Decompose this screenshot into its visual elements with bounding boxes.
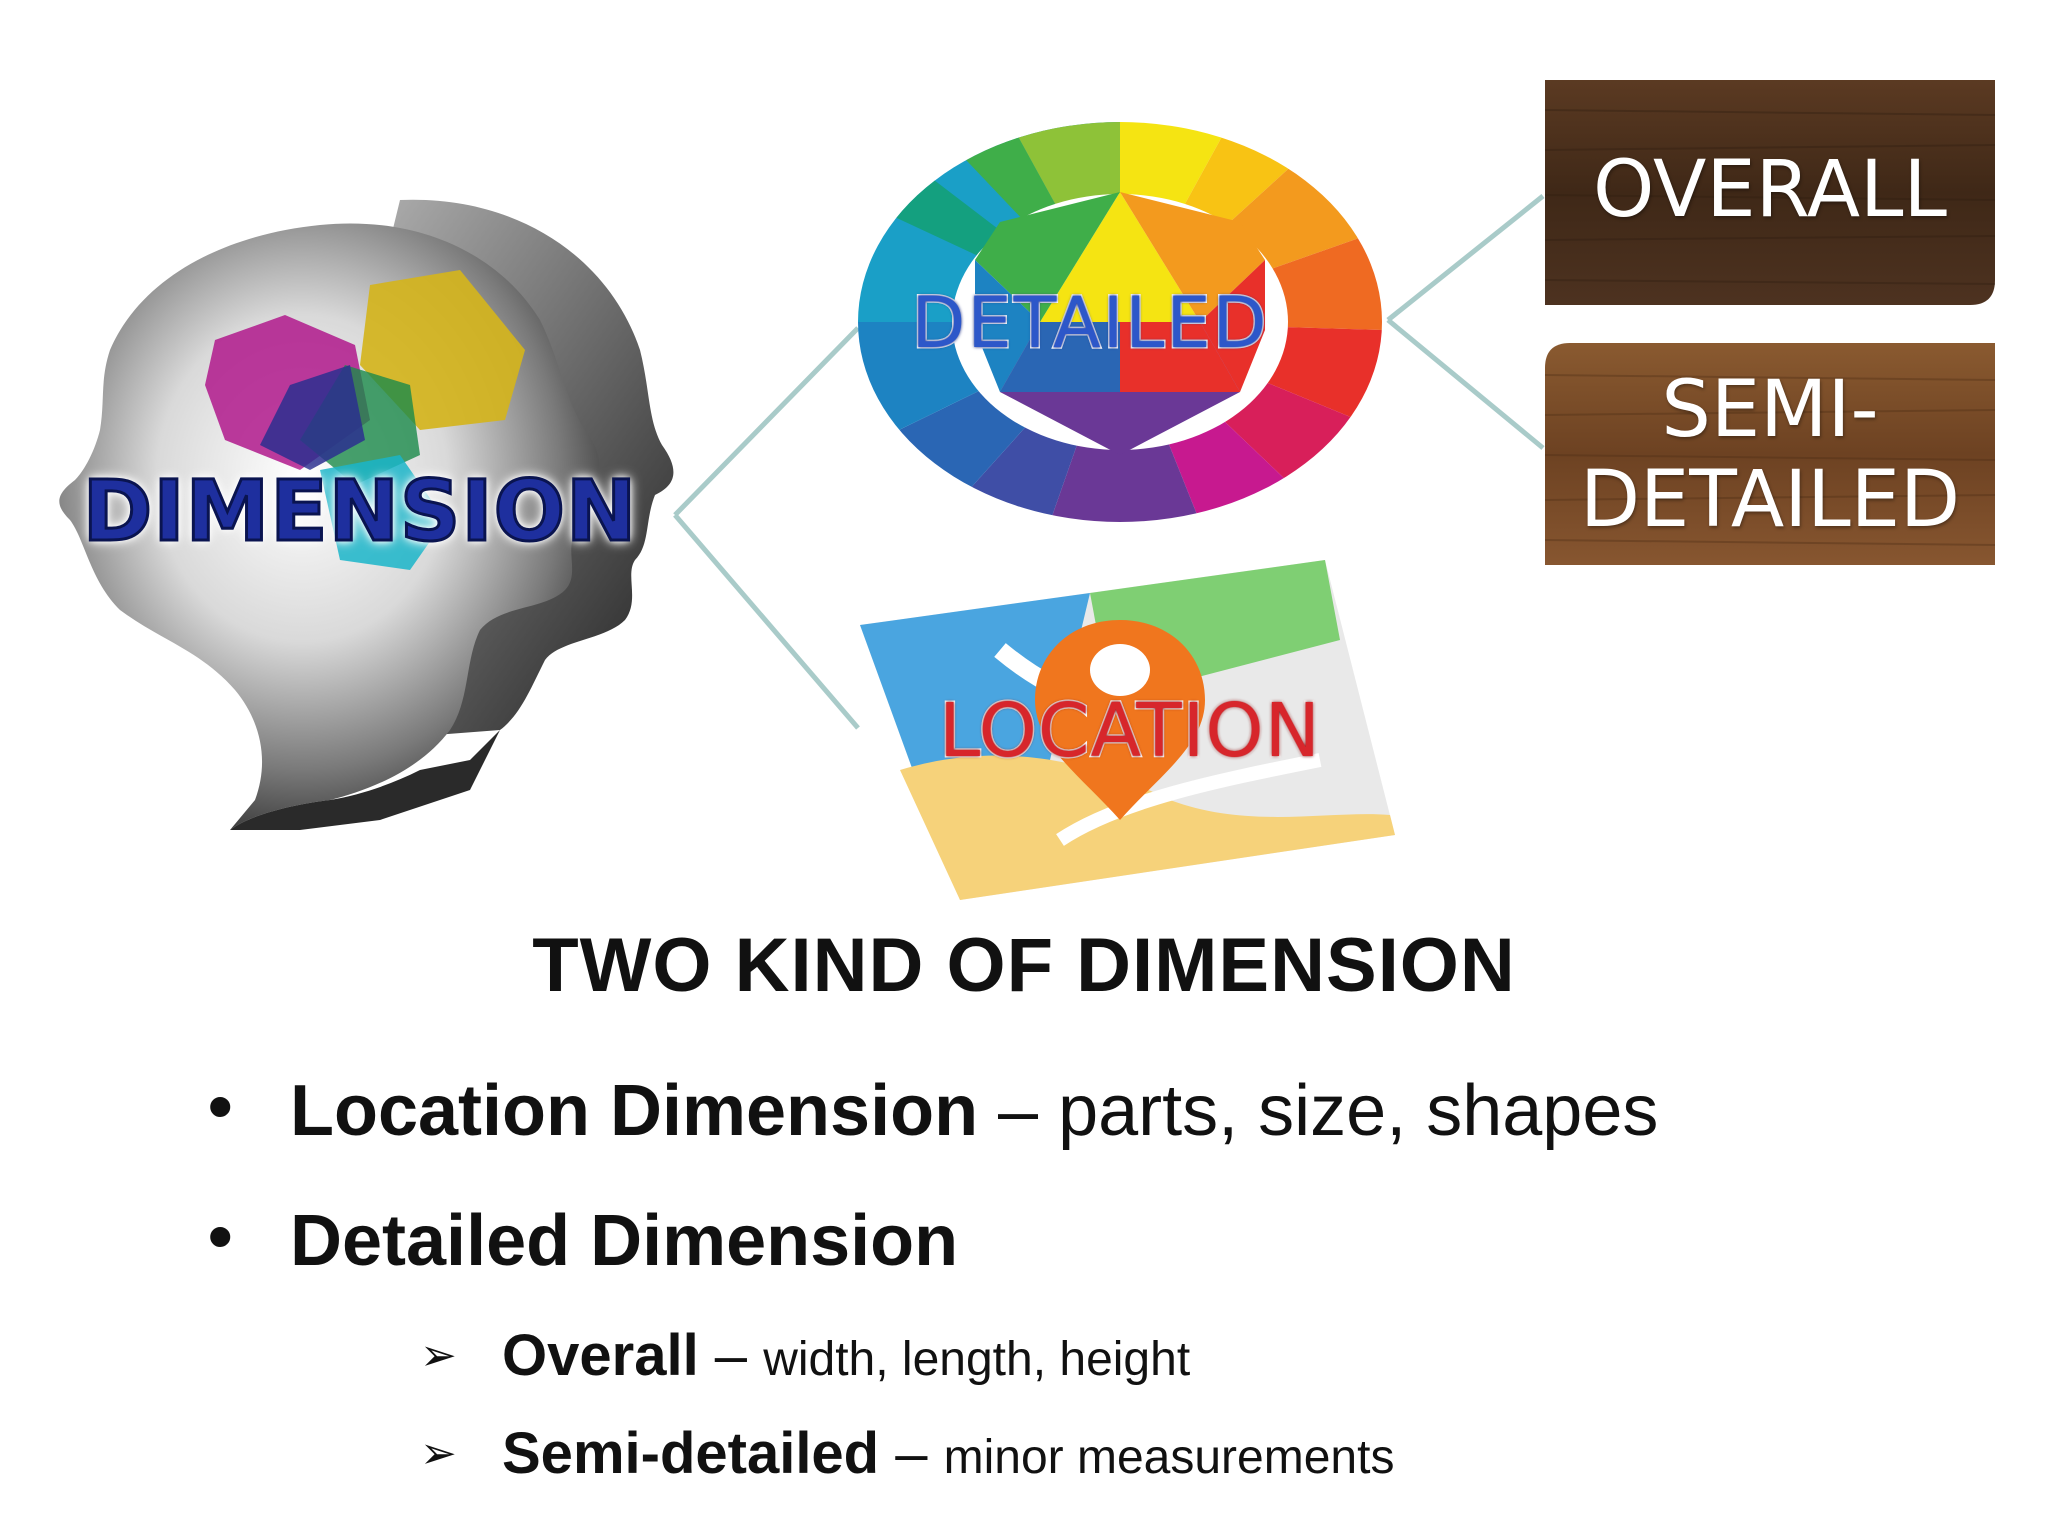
slide-title: TWO KIND OF DIMENSION — [532, 923, 1516, 1008]
arrow-bullet-icon: ➢ — [420, 1429, 457, 1478]
wood-box-semi-detailed — [1544, 343, 1996, 565]
dimension-label: DIMENSION — [81, 461, 638, 562]
connector-lines — [673, 194, 1545, 730]
sub-bullet-rest-text: width, length, height — [763, 1333, 1191, 1386]
sub-bullet-dash: – — [879, 1421, 944, 1486]
overall-label: OVERALL — [1593, 145, 1947, 235]
semi-detailed-label-line1: SEMI- — [1661, 365, 1879, 455]
bullet-marker: • — [208, 1067, 233, 1145]
location-label: LOCATION — [937, 687, 1321, 776]
detailed-label: DETAILED — [910, 281, 1269, 366]
bullet-marker: • — [208, 1197, 233, 1275]
map-illustration — [860, 560, 1395, 900]
sub-bullet-bold-text: Semi-detailed — [502, 1421, 880, 1486]
sub-bullet-bold-text: Overall — [502, 1323, 699, 1388]
bullet-rest-text: – parts, size, shapes — [978, 1071, 1659, 1151]
bullet-bold-text: Location Dimension — [290, 1071, 979, 1151]
color-wheel-inner — [975, 192, 1265, 455]
arrow-bullet-icon: ➢ — [420, 1331, 457, 1380]
sub-bullet-rest-text: minor measurements — [943, 1431, 1395, 1484]
heads-illustration — [59, 199, 674, 831]
sub-bullet-dash: – — [698, 1323, 764, 1388]
wood-box-overall — [1544, 80, 1996, 305]
bullet-bold-text: Detailed Dimension — [290, 1201, 959, 1281]
semi-detailed-label-line2: DETAILED — [1579, 455, 1961, 545]
